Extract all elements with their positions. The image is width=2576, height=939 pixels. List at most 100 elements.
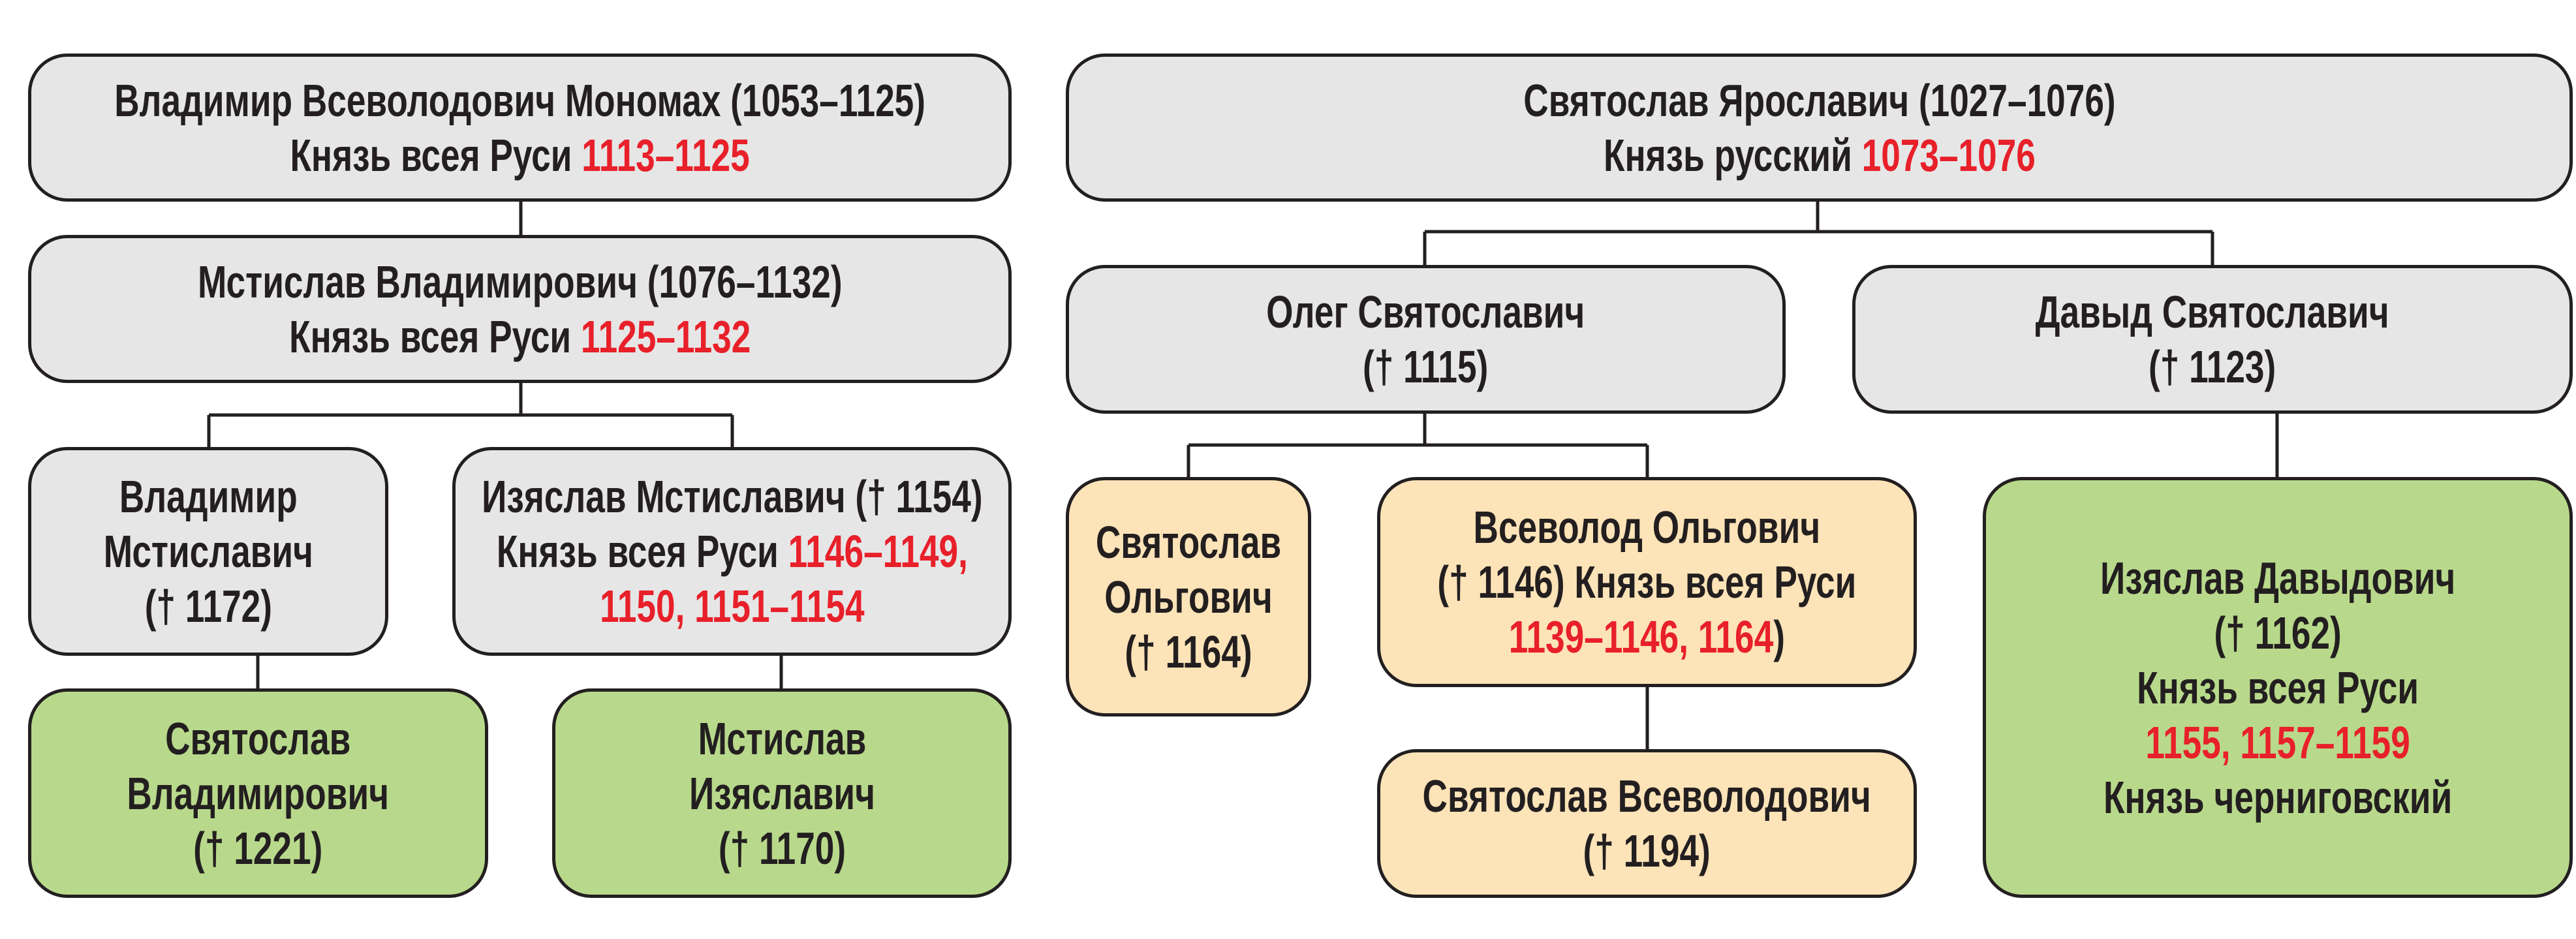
person-text: Святослав Ярославич (1027–1076)Князь рус…	[1523, 73, 2115, 183]
person-box-l1: Владимир Всеволодович Мономах (1053–1125…	[28, 54, 1012, 202]
text-segment: Князь всея Руси	[2136, 662, 2419, 713]
text-segment: Святослав	[165, 713, 351, 764]
text-line: Князь русский 1073–1076	[1523, 128, 2115, 183]
text-line: Владимир	[103, 469, 313, 524]
text-line: Мстислав Владимирович (1076–1132)	[198, 254, 843, 309]
text-segment: Владимир	[119, 471, 298, 522]
text-line: († 1164)	[1096, 624, 1281, 679]
text-line: († 1172)	[103, 579, 313, 634]
reign-years: 1155, 1157–1159	[2145, 716, 2410, 768]
text-segment: († 1162)	[2214, 607, 2342, 658]
person-box-l4: Изяслав Мстиславич († 1154)Князь всея Ру…	[452, 447, 1012, 656]
text-segment: Святослав Ярославич (1027–1076)	[1523, 74, 2116, 126]
reign-years: 1073–1076	[1861, 129, 2036, 181]
text-segment: Князь русский	[1603, 129, 1862, 181]
text-line: († 1115)	[1266, 339, 1585, 394]
text-line: 1155, 1157–1159	[2100, 715, 2455, 770]
text-segment: Изяслав Мстиславич († 1154)	[481, 471, 983, 522]
text-line: Князь всея Руси 1125–1132	[198, 309, 843, 364]
text-segment: († 1164)	[1125, 626, 1252, 677]
text-line: Изяслав Мстиславич († 1154)	[482, 469, 982, 524]
text-line: Князь всея Руси 1146–1149,	[482, 524, 982, 579]
text-line: Святослав	[127, 711, 390, 766]
text-segment: Давыд Святославич	[2035, 286, 2390, 337]
person-box-r7: Изяслав Давыдович(† 1162)Князь всея Руси…	[1983, 477, 2573, 898]
text-segment: Изяслав Давыдович	[2100, 552, 2456, 604]
reign-years: 1139–1146, 1164	[1508, 611, 1774, 662]
person-text: Давыд Святославич(† 1123)	[2036, 285, 2389, 394]
person-text: Всеволод Ольгович(† 1146) Князь всея Рус…	[1438, 500, 1857, 664]
text-line: Давыд Святославич	[2036, 285, 2389, 339]
text-line: Изяславич	[689, 766, 875, 821]
text-segment: Ольгович	[1104, 571, 1273, 623]
text-line: 1150, 1151–1154	[482, 579, 982, 634]
person-text: Владимир Всеволодович Мономах (1053–1125…	[114, 73, 925, 183]
person-box-l2: Мстислав Владимирович (1076–1132)Князь в…	[28, 235, 1012, 383]
text-line: Святослав Ярославич (1027–1076)	[1523, 73, 2115, 128]
person-box-r1: Святослав Ярославич (1027–1076)Князь рус…	[1066, 54, 2573, 202]
person-text: Изяслав Мстиславич († 1154)Князь всея Ру…	[482, 469, 982, 634]
reign-years: 1146–1149,	[788, 526, 968, 577]
text-segment: Князь всея Руси	[290, 129, 582, 181]
person-box-r3: Давыд Святославич(† 1123)	[1852, 265, 2573, 414]
text-segment: († 1146) Князь всея Руси	[1437, 557, 1857, 608]
text-line: Мстислав	[689, 711, 875, 766]
person-text: Олег Святославич(† 1115)	[1266, 285, 1585, 394]
text-segment: († 1194)	[1583, 825, 1711, 876]
person-box-r6: Святослав Всеволодович(† 1194)	[1377, 749, 1917, 898]
person-box-r2: Олег Святославич(† 1115)	[1066, 265, 1786, 414]
text-line: Олег Святославич	[1266, 285, 1585, 339]
text-line: Князь всея Руси 1113–1125	[114, 128, 925, 183]
text-line: († 1123)	[2036, 339, 2389, 394]
text-line: 1139–1146, 1164)	[1438, 609, 1857, 664]
text-segment: Мстислав Владимирович (1076–1132)	[197, 256, 843, 307]
person-text: Святослав Всеволодович(† 1194)	[1423, 769, 1871, 878]
reign-years: 1113–1125	[582, 129, 750, 181]
text-segment: Владимирович	[127, 767, 390, 819]
text-segment: († 1170)	[718, 822, 846, 874]
text-line: († 1162)	[2100, 606, 2455, 660]
text-line: Владимир Всеволодович Мономах (1053–1125…	[114, 73, 925, 128]
text-line: († 1221)	[127, 821, 390, 876]
person-text: Изяслав Давыдович(† 1162)Князь всея Руси…	[2100, 551, 2455, 825]
text-segment: († 1172)	[144, 581, 272, 632]
text-line: Князь всея Руси	[2100, 660, 2455, 715]
text-segment: Святослав Всеволодович	[1422, 771, 1872, 822]
text-line: Ольгович	[1096, 570, 1281, 624]
text-segment: )	[1773, 611, 1786, 662]
text-line: Князь черниговский	[2100, 770, 2455, 825]
text-segment: Владимир Всеволодович Мономах (1053–1125…	[114, 74, 925, 126]
text-segment: Мстислав	[698, 713, 866, 764]
text-line: Всеволод Ольгович	[1438, 500, 1857, 555]
person-text: Мстислав Владимирович (1076–1132)Князь в…	[198, 254, 843, 364]
text-segment: († 1221)	[193, 822, 323, 874]
text-segment: († 1123)	[2149, 341, 2276, 392]
text-segment: Святослав	[1095, 516, 1282, 568]
text-line: († 1170)	[689, 821, 875, 876]
text-line: († 1194)	[1423, 824, 1871, 878]
person-box-r5: Всеволод Ольгович(† 1146) Князь всея Рус…	[1377, 477, 1917, 687]
reign-years: 1125–1132	[580, 311, 751, 362]
text-segment: Мстиславич	[103, 526, 313, 577]
text-segment: († 1115)	[1363, 341, 1489, 392]
text-segment: Изяславич	[689, 767, 875, 819]
text-line: Изяслав Давыдович	[2100, 551, 2455, 606]
text-segment: Князь всея Руси	[496, 526, 788, 577]
text-segment: Олег Святославич	[1266, 286, 1585, 337]
text-line: Владимирович	[127, 766, 390, 821]
text-line: Святослав Всеволодович	[1423, 769, 1871, 824]
reign-years: 1150, 1151–1154	[599, 581, 865, 632]
text-line: († 1146) Князь всея Руси	[1438, 555, 1857, 609]
text-segment: Князь черниговский	[2103, 771, 2453, 823]
text-line: Мстиславич	[103, 524, 313, 579]
